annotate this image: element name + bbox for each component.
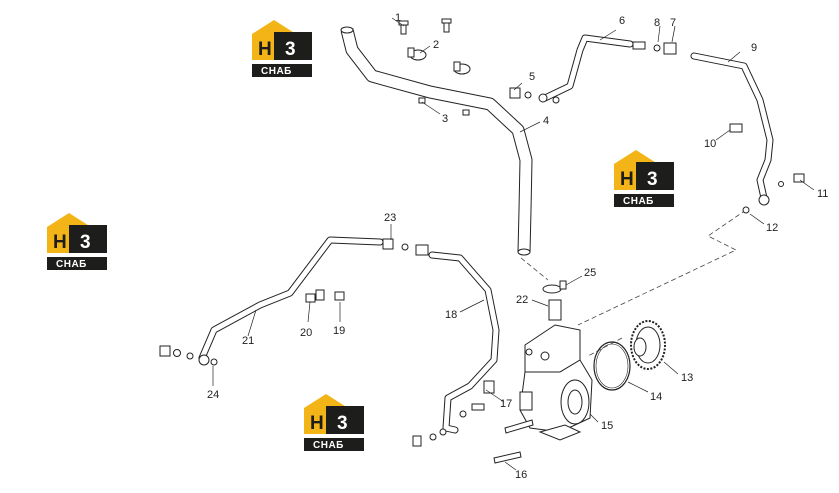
callout-18: 18 — [445, 309, 457, 321]
gear-part-13 — [630, 320, 666, 370]
clamp-part-2 — [407, 47, 471, 75]
callout-12: 12 — [766, 222, 778, 234]
washer-part-12 — [742, 206, 750, 214]
bolt-part-11 — [778, 173, 805, 187]
fitting-part-17 — [412, 380, 495, 447]
nut-part-3 — [418, 97, 470, 116]
svg-text:3: 3 — [337, 413, 348, 434]
svg-text:3: 3 — [80, 232, 91, 253]
callout-5: 5 — [529, 71, 535, 83]
callout-21: 21 — [242, 335, 254, 347]
callout-23: 23 — [384, 212, 396, 224]
callout-labels: 1 2 3 4 5 6 8 7 9 10 11 12 13 14 15 16 1… — [207, 12, 828, 481]
pipe-part-6 — [541, 34, 634, 102]
fitting-part-23 — [382, 238, 429, 256]
svg-text:H: H — [258, 39, 272, 60]
screw-part-1 — [398, 18, 452, 35]
callout-8: 8 — [654, 17, 660, 29]
clip-part-10 — [729, 123, 743, 133]
svg-text:СНАБ: СНАБ — [623, 196, 654, 207]
callout-10: 10 — [704, 138, 716, 150]
svg-text:СНАБ: СНАБ — [56, 259, 87, 270]
callout-7: 7 — [670, 17, 676, 29]
callout-19: 19 — [333, 325, 345, 337]
pipe-part-21 — [198, 236, 384, 366]
callout-17: 17 — [500, 398, 512, 410]
callout-3: 3 — [442, 113, 448, 125]
hose-part-4 — [340, 26, 533, 256]
callout-1: 1 — [395, 12, 401, 24]
fitting-parts-7-8 — [632, 41, 677, 55]
watermark-logo: H 3 СНАБ — [252, 20, 312, 77]
callout-11: 11 — [817, 188, 828, 200]
callout-20: 20 — [300, 327, 312, 339]
svg-text:H: H — [620, 169, 634, 190]
clip-part-20-19 — [305, 289, 345, 303]
callout-13: 13 — [681, 372, 693, 384]
callout-15: 15 — [601, 420, 613, 432]
callout-16: 16 — [515, 469, 527, 481]
callout-25: 25 — [584, 267, 596, 279]
svg-text:СНАБ: СНАБ — [261, 66, 292, 77]
callout-4: 4 — [543, 115, 549, 127]
callout-24: 24 — [207, 389, 219, 401]
bolt-part-16 — [493, 419, 534, 464]
callout-22: 22 — [516, 294, 528, 306]
fitting-part-24 — [159, 345, 218, 366]
svg-text:СНАБ: СНАБ — [313, 440, 344, 451]
leader-lines — [212, 17, 815, 471]
watermark-logo: H 3 СНАБ — [304, 394, 364, 451]
svg-text:3: 3 — [647, 169, 658, 190]
svg-text:3: 3 — [285, 39, 296, 60]
watermark-logo: H 3 СНАБ — [47, 213, 107, 270]
pipe-part-9 — [690, 52, 774, 206]
callout-9: 9 — [751, 42, 757, 54]
fitting-part-22-25 — [542, 280, 567, 321]
oring-part-14 — [593, 341, 631, 391]
compressor-part-15 — [519, 324, 593, 441]
watermark-logo: H 3 СНАБ — [614, 150, 674, 207]
callout-6: 6 — [619, 15, 625, 27]
svg-text:H: H — [53, 232, 67, 253]
svg-text:H: H — [310, 413, 324, 434]
callout-14: 14 — [650, 391, 662, 403]
callout-2: 2 — [433, 39, 439, 51]
fitting-part-5 — [509, 87, 560, 104]
pipe-part-18 — [428, 251, 500, 434]
